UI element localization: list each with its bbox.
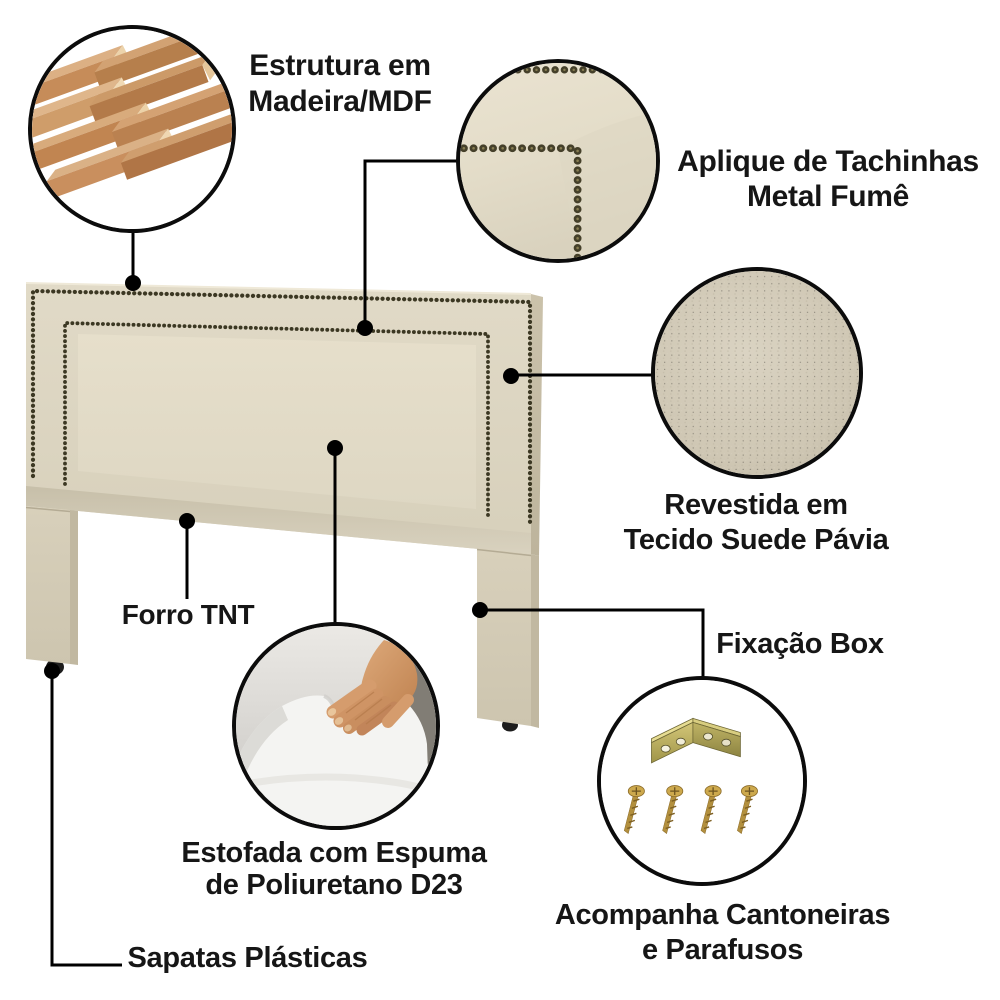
headboard-bottom-fold xyxy=(26,486,531,554)
callout-circle-aplique xyxy=(456,59,660,263)
leader-line-fixacao xyxy=(480,608,705,680)
label-forro: Forro TNT xyxy=(121,599,255,630)
nailhead-trim-outer xyxy=(30,288,533,530)
callout-circle-acompanha xyxy=(597,676,807,886)
nailhead-trim-photo xyxy=(460,63,656,259)
headboard-leg-right xyxy=(477,548,531,726)
label-sapatas: Sapatas Plásticas xyxy=(127,942,368,974)
wood-planks-photo xyxy=(32,29,232,229)
callout-circle-revestida xyxy=(651,267,863,479)
headboard-inner-panel xyxy=(78,334,476,509)
callout-circle-estofada xyxy=(232,622,440,830)
headboard-leg-right-side xyxy=(531,554,539,728)
headboard-illustration xyxy=(25,282,543,732)
leg-right-seam xyxy=(476,548,532,557)
bracket-screws-photo xyxy=(601,680,803,882)
label-acompanha: Acompanha Cantoneiras e Parafusos xyxy=(554,899,891,966)
anchor-dots xyxy=(44,275,519,679)
anchor-dot-forro xyxy=(179,513,195,529)
leader-line-aplique xyxy=(363,159,461,328)
suede-fabric-photo xyxy=(655,271,859,475)
leg-left-seam xyxy=(25,506,71,513)
anchor-dot-estofada xyxy=(327,440,343,456)
screws xyxy=(623,785,758,834)
leader-line-sapatas xyxy=(50,671,122,967)
anchor-dot-estrutura xyxy=(125,275,141,291)
anchor-dot-aplique xyxy=(357,320,373,336)
anchor-dot-sapatas xyxy=(44,663,60,679)
leader-lines xyxy=(50,159,705,967)
label-estrutura: Estrutura em Madeira/MDF xyxy=(248,49,432,118)
corner-bracket xyxy=(651,717,741,764)
headboard-leg-left-side xyxy=(70,510,78,665)
hand xyxy=(326,640,418,736)
top-edge-highlight xyxy=(25,282,532,295)
headboard-side-face xyxy=(531,294,543,556)
foam-photo xyxy=(236,626,436,826)
callout-circle-estrutura xyxy=(28,25,236,233)
label-fixacao: Fixação Box xyxy=(716,628,884,660)
nailhead-trim-inner xyxy=(63,321,490,517)
tack-row-corner xyxy=(460,144,582,259)
label-estofada: Estofada com Espuma de Poliuretano D23 xyxy=(181,837,487,901)
label-revestida: Revestida em Tecido Suede Pávia xyxy=(623,489,889,556)
anchor-dot-fixacao xyxy=(472,602,488,618)
anchor-dot-revestida xyxy=(503,368,519,384)
headboard-leg-left xyxy=(26,506,70,664)
label-aplique: Aplique de Tachinhas Metal Fumê xyxy=(677,145,979,213)
